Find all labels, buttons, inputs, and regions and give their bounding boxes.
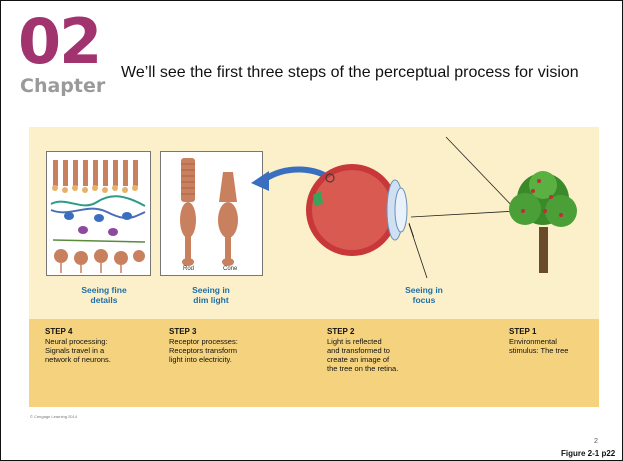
- tree-illustration: [505, 167, 585, 277]
- step3-heading: STEP 3: [169, 327, 196, 336]
- focus-pointer: [407, 222, 437, 282]
- figure-reference: Figure 2-1 p22: [561, 449, 615, 458]
- copyright-note: © Cengage Learning 2014: [30, 414, 77, 419]
- rod-label: Rod: [183, 266, 194, 272]
- page-number: 2: [594, 438, 598, 445]
- chapter-number: 02: [18, 11, 100, 73]
- step4-heading: STEP 4: [45, 327, 72, 336]
- neuron-network-panel: [46, 151, 151, 276]
- step2-heading: STEP 2: [327, 327, 354, 336]
- slide-title: We’ll see the first three steps of the p…: [121, 64, 579, 82]
- chapter-label: Chapter: [20, 75, 105, 97]
- step1-heading: STEP 1: [509, 327, 536, 336]
- neuron-network-illustration: [47, 152, 150, 275]
- light-path-lines: [389, 127, 519, 237]
- perceptual-process-figure: Rod Cone: [29, 127, 599, 407]
- cone-label: Cone: [223, 266, 237, 272]
